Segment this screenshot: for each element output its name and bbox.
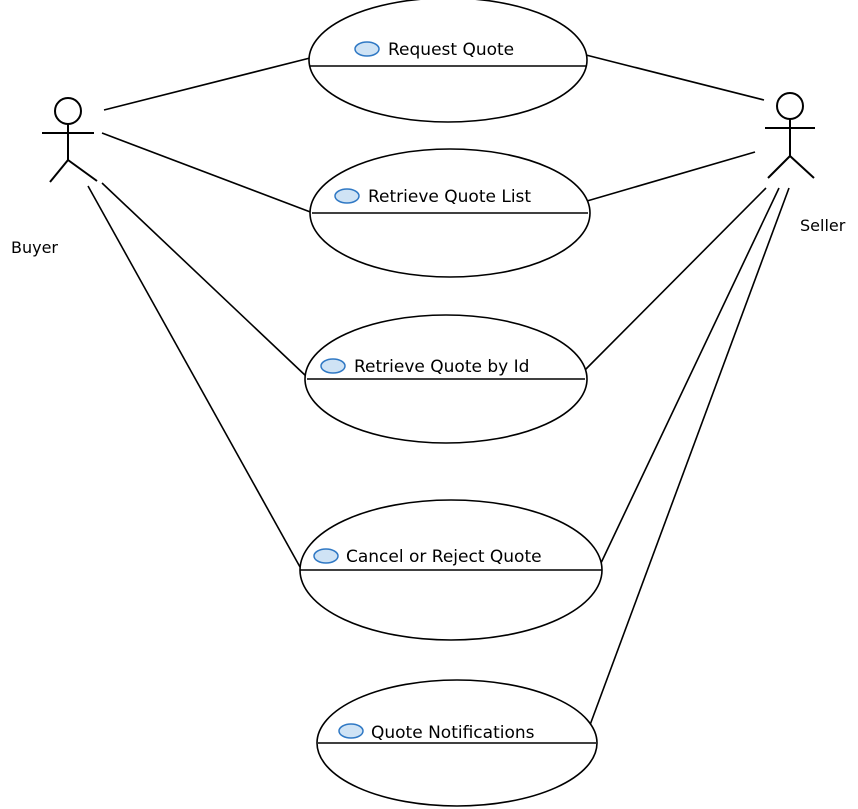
use-case-label: Retrieve Quote List (368, 187, 531, 207)
stick-figure-icon (765, 92, 815, 179)
use-case-label: Cancel or Reject Quote (346, 547, 542, 567)
association-seller-quote-notifications[interactable] (589, 187, 790, 726)
use-case-icon (338, 723, 364, 739)
association-buyer-cancel-or-reject-quote[interactable] (87, 185, 301, 568)
use-case-label: Retrieve Quote by Id (354, 357, 529, 377)
association-buyer-retrieve-quote-list[interactable] (101, 132, 314, 214)
stick-figure-icon (42, 97, 98, 183)
use-case-label: Quote Notifications (371, 723, 535, 743)
association-seller-cancel-or-reject-quote[interactable] (600, 187, 780, 564)
use-case-quote-notifications[interactable]: Quote Notifications (316, 679, 598, 807)
use-case-retrieve-quote-by-id[interactable]: Retrieve Quote by Id (304, 314, 588, 444)
actor-label: Seller (800, 216, 846, 235)
association-buyer-request-quote[interactable] (103, 57, 311, 111)
association-seller-request-quote[interactable] (585, 54, 765, 101)
association-seller-retrieve-quote-list[interactable] (586, 151, 756, 202)
use-case-cancel-or-reject-quote[interactable]: Cancel or Reject Quote (299, 499, 603, 641)
association-buyer-retrieve-quote-by-id[interactable] (101, 182, 308, 378)
use-case-request-quote[interactable]: Request Quote (308, 0, 588, 123)
actor-buyer[interactable]: Buyer (11, 97, 98, 257)
association-seller-retrieve-quote-by-id[interactable] (584, 187, 767, 371)
use-case-icon (320, 358, 346, 374)
use-case-icon (354, 41, 380, 57)
use-case-label: Request Quote (388, 40, 514, 60)
actor-seller[interactable]: Seller (765, 92, 846, 235)
actor-label: Buyer (11, 238, 58, 257)
use-case-icon (313, 548, 339, 564)
use-case-retrieve-quote-list[interactable]: Retrieve Quote List (309, 148, 591, 278)
associations (87, 54, 790, 726)
use-case-icon (334, 188, 360, 204)
